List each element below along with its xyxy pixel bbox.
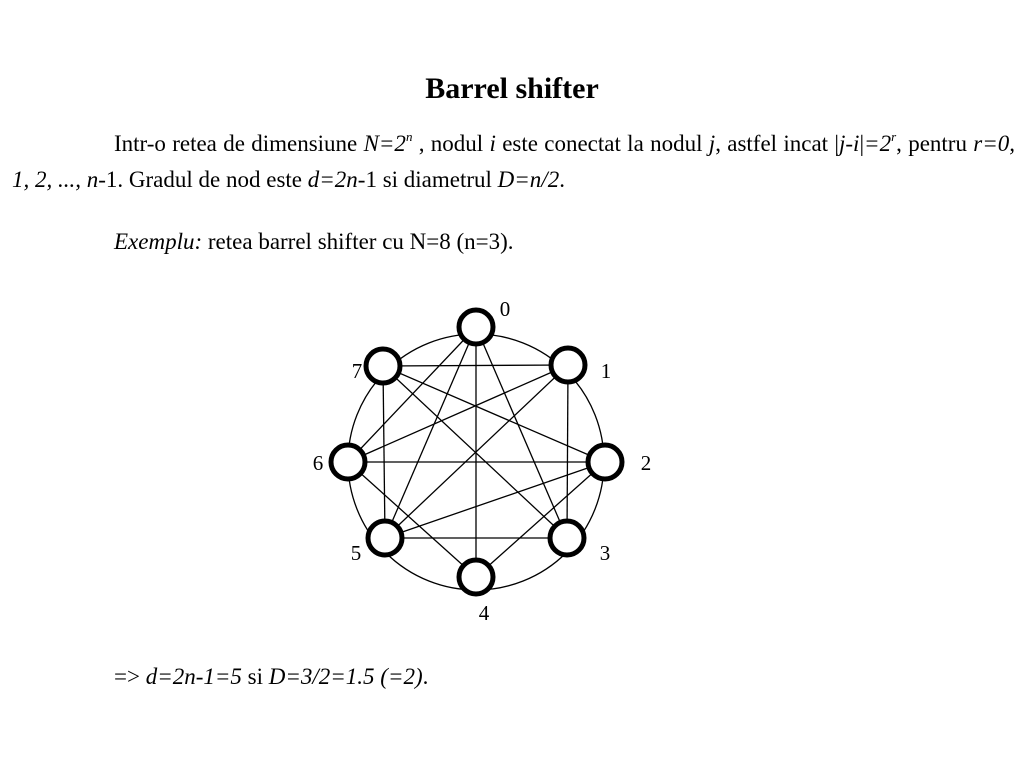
result-line: => d=2n-1=5 si D=3/2=1.5 (=2). [114, 664, 428, 690]
nodes-group [328, 307, 625, 597]
labels-group: 0 1 2 3 4 5 6 7 [313, 297, 652, 625]
para-text-6: -1. Gradul de nod este [98, 167, 308, 192]
formula-n-size: N=2 [363, 131, 406, 156]
node-7 [363, 346, 403, 386]
edge-0-6 [347, 326, 477, 463]
edge-0-3 [475, 326, 568, 539]
edge-5-7 [382, 365, 386, 539]
result-si: si [241, 664, 269, 689]
result-arrow: => [114, 664, 146, 689]
barrel-shifter-diagram: 0 1 2 3 4 5 6 7 [313, 297, 652, 625]
para-text-2: , nodul [412, 131, 490, 156]
node-label-2: 2 [641, 451, 652, 475]
example-line: Exemplu: retea barrel shifter cu N=8 (n=… [114, 229, 514, 255]
var-j: j [708, 131, 716, 156]
formula-r-values: r=0, 1, 2, ..., n [12, 131, 1015, 192]
var-i: i [489, 131, 496, 156]
node-label-0: 0 [500, 297, 511, 321]
node-label-4: 4 [479, 601, 490, 625]
node-label-7: 7 [352, 359, 363, 383]
para-text-5: , pentru [896, 131, 974, 156]
node-label-3: 3 [600, 541, 611, 565]
edge-1-3 [566, 364, 569, 539]
para-text-1: Intr-o retea de dimensiune [114, 131, 364, 156]
result-degree-formula: d=2n-1=5 [145, 664, 242, 689]
para-text-7: -1 si diametrul [357, 167, 498, 192]
definition-paragraph: Intr-o retea de dimensiune N=2n , nodul … [12, 126, 1015, 198]
abs-bar-left: | [834, 131, 839, 156]
edge-3-7 [382, 365, 568, 539]
edge-4-6 [347, 461, 477, 578]
node-6 [328, 442, 368, 482]
formula-j-minus-i: j-i [838, 131, 860, 156]
node-5 [365, 518, 405, 558]
edge-2-5 [384, 461, 606, 539]
abs-bar-right: | [859, 131, 865, 156]
edge-1-7 [382, 364, 569, 367]
edge-1-5 [384, 364, 569, 539]
superscript-n: n [405, 129, 413, 144]
edge-2-7 [382, 365, 606, 463]
edge-0-5 [384, 326, 477, 539]
node-label-6: 6 [313, 451, 324, 475]
para-text-3: este conectat la nodul [495, 131, 709, 156]
node-0 [456, 307, 496, 347]
superscript-r: r [891, 129, 897, 144]
formula-eq-2: =2 [864, 131, 892, 156]
edge-1-6 [347, 364, 569, 463]
node-3 [547, 518, 587, 558]
edges-group [347, 326, 606, 591]
node-4 [456, 557, 496, 597]
page-title: Barrel shifter [425, 72, 599, 105]
para-text-8: . [559, 167, 565, 192]
node-label-5: 5 [351, 541, 362, 565]
para-text-4: , astfel incat [715, 131, 835, 156]
node-1 [548, 345, 588, 385]
example-text: retea barrel shifter cu N=8 (n=3). [202, 229, 514, 254]
example-label: Exemplu: [114, 229, 203, 254]
formula-degree: d=2n [307, 167, 358, 192]
node-2 [585, 442, 625, 482]
formula-diameter: D=n/2 [497, 167, 560, 192]
result-diameter-formula: D=3/2=1.5 (=2) [268, 664, 423, 689]
node-label-1: 1 [601, 359, 612, 383]
edge-2-4 [475, 461, 606, 578]
result-dot: . [422, 664, 429, 689]
